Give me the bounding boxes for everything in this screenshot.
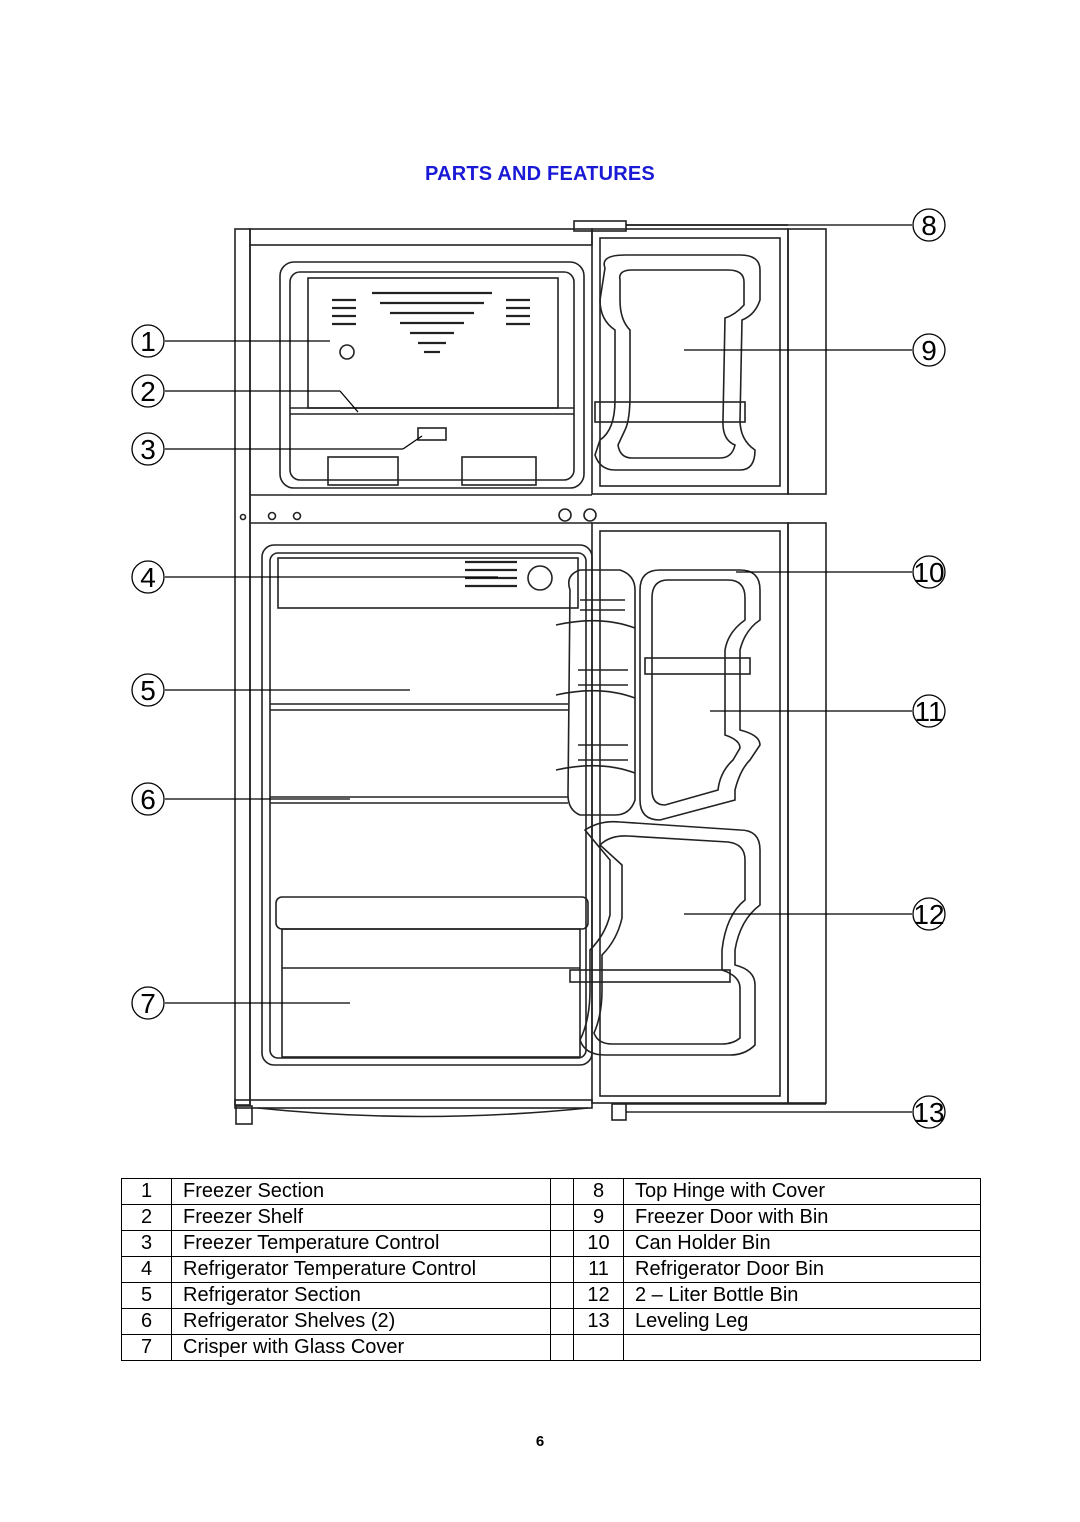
part-number: 4 [121,1256,172,1283]
page-number: 6 [535,1433,545,1450]
part-name: Freezer Shelf [171,1204,551,1231]
part-number: 10 [573,1230,624,1257]
spacer-cell [550,1230,574,1257]
part-number: 11 [573,1256,624,1283]
refrigerator-diagram: 1 2 3 4 5 6 7 8 9 10 11 12 13 [131,208,946,1129]
svg-text:4: 4 [140,562,156,593]
part-name: Refrigerator Section [171,1282,551,1309]
part-name: Leveling Leg [623,1308,981,1335]
callout-10: 10 [912,555,946,589]
part-number: 1 [121,1178,172,1205]
part-name: Freezer Temperature Control [171,1230,551,1257]
callout-1: 1 [131,324,165,358]
part-number: 2 [121,1204,172,1231]
spacer-cell [550,1204,574,1231]
callout-11: 11 [912,694,946,728]
svg-text:6: 6 [140,784,156,815]
part-number: 3 [121,1230,172,1257]
part-number [573,1334,624,1361]
part-number: 6 [121,1308,172,1335]
spacer-cell [550,1178,574,1205]
svg-text:1: 1 [140,326,156,357]
part-name: Refrigerator Shelves (2) [171,1308,551,1335]
spacer-cell [550,1256,574,1283]
part-number: 12 [573,1282,624,1309]
page-title: PARTS AND FEATURES [425,163,655,185]
svg-text:7: 7 [140,988,156,1019]
callout-13: 13 [912,1095,946,1129]
svg-text:11: 11 [914,696,943,727]
part-name: Refrigerator Door Bin [623,1256,981,1283]
spacer-cell [550,1282,574,1309]
callout-6: 6 [131,782,165,816]
part-name: Freezer Section [171,1178,551,1205]
part-name: Crisper with Glass Cover [171,1334,551,1361]
part-number: 5 [121,1282,172,1309]
svg-text:3: 3 [140,434,156,465]
svg-text:9: 9 [921,335,937,366]
part-name: Top Hinge with Cover [623,1178,981,1205]
part-name: Freezer Door with Bin [623,1204,981,1231]
part-name: Refrigerator Temperature Control [171,1256,551,1283]
part-name [623,1334,981,1361]
callout-3: 3 [131,432,165,466]
callout-12: 12 [912,897,946,931]
part-name: Can Holder Bin [623,1230,981,1257]
svg-text:10: 10 [913,557,944,588]
callout-5: 5 [131,673,165,707]
part-number: 8 [573,1178,624,1205]
callout-8: 8 [912,208,946,242]
spacer-cell [550,1308,574,1335]
callout-7: 7 [131,986,165,1020]
callout-4: 4 [131,560,165,594]
part-number: 7 [121,1334,172,1361]
spacer-cell [550,1334,574,1361]
callout-9: 9 [912,333,946,367]
svg-text:12: 12 [913,899,944,930]
callout-2: 2 [131,374,165,408]
part-name: 2 – Liter Bottle Bin [623,1282,981,1309]
part-number: 9 [573,1204,624,1231]
part-number: 13 [573,1308,624,1335]
svg-text:13: 13 [913,1097,944,1128]
svg-text:8: 8 [921,210,937,241]
svg-text:2: 2 [140,376,156,407]
svg-text:5: 5 [140,675,156,706]
